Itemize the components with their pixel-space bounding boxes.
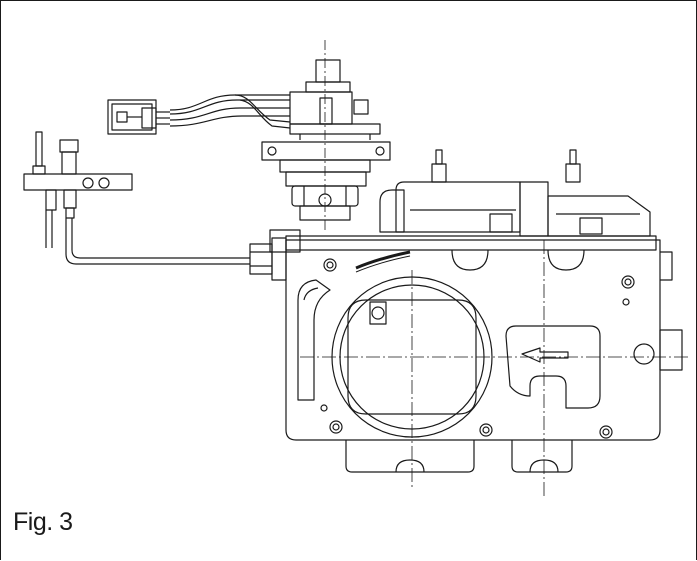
operator-head xyxy=(262,40,390,230)
pressure-channel xyxy=(298,280,330,400)
main-valve-body xyxy=(270,230,682,440)
pilot-gas-tube xyxy=(66,218,250,264)
tube-fitting xyxy=(250,244,272,274)
cable-connector xyxy=(108,100,170,134)
center-lines xyxy=(300,240,690,496)
figure-caption: Fig. 3 xyxy=(13,508,73,536)
cable-wires xyxy=(170,95,290,128)
upper-housing xyxy=(380,150,650,236)
outlet-chamber xyxy=(506,326,600,408)
bottom-flanges xyxy=(346,440,572,472)
pilot-burner xyxy=(24,132,132,248)
